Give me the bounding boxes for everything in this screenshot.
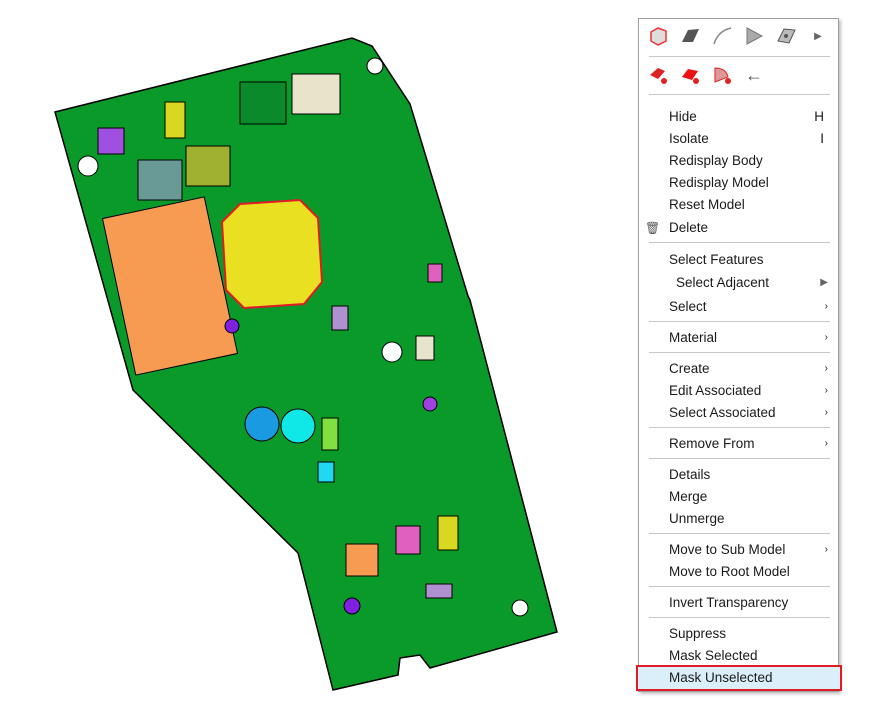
menu-item-material[interactable]: Material› <box>669 330 828 345</box>
menu-item-mask-unselected[interactable]: Mask Unselected <box>636 665 842 691</box>
curve-icon[interactable] <box>711 25 733 47</box>
menu-item-delete[interactable]: 🗑Delete <box>639 217 838 239</box>
menu-item-reset-model[interactable]: Reset Model <box>669 197 745 212</box>
menu-item-unmerge[interactable]: Unmerge <box>669 511 725 526</box>
face-icon[interactable] <box>743 25 765 47</box>
menu-item-redisplay-body[interactable]: Redisplay Body <box>669 153 763 168</box>
pcb-components <box>77 57 529 617</box>
back-arrow-icon[interactable]: ← <box>745 64 763 85</box>
mask-toolbar: ← <box>647 64 765 86</box>
mask-solid-icon[interactable] <box>647 64 669 86</box>
menu-item-redisplay-model[interactable]: Redisplay Model <box>669 175 769 190</box>
menu-item-select[interactable]: Select› <box>669 299 828 314</box>
menu-item-select-features[interactable]: Select Features <box>669 252 764 267</box>
3d-viewport-pcb-model[interactable] <box>0 0 630 706</box>
menu-item-remove-from[interactable]: Remove From› <box>669 436 828 451</box>
trash-icon: 🗑 <box>645 221 661 235</box>
pcb-board[interactable] <box>54 37 558 691</box>
menu-item-invert-transparency[interactable]: Invert Transparency <box>669 595 789 610</box>
surface-icon[interactable] <box>679 25 701 47</box>
menu-item-suppress[interactable]: Suppress <box>669 626 727 641</box>
menu-item-move-to-sub-model[interactable]: Move to Sub Model› <box>669 542 828 557</box>
solid-body-icon[interactable] <box>647 25 669 47</box>
selection-filter-toolbar: ▶ <box>647 25 829 47</box>
menu-item-edit-associated[interactable]: Edit Associated› <box>669 383 828 398</box>
menu-item-mask-selected[interactable]: Mask Selected <box>669 648 758 663</box>
menu-item-select-adjacent[interactable]: Select Adjacent▶ <box>676 275 828 290</box>
mask-face-icon[interactable] <box>711 64 733 86</box>
more-arrow-icon[interactable]: ▶ <box>814 30 822 42</box>
menu-item-move-to-root-model[interactable]: Move to Root Model <box>669 564 790 579</box>
menu-item-select-associated[interactable]: Select Associated› <box>669 405 828 420</box>
menu-item-create[interactable]: Create› <box>669 361 828 376</box>
menu-item-details[interactable]: Details <box>669 467 711 482</box>
menu-item-merge[interactable]: Merge <box>669 489 708 504</box>
mask-surface-icon[interactable] <box>679 64 701 86</box>
mesh-face-icon[interactable] <box>775 25 797 47</box>
